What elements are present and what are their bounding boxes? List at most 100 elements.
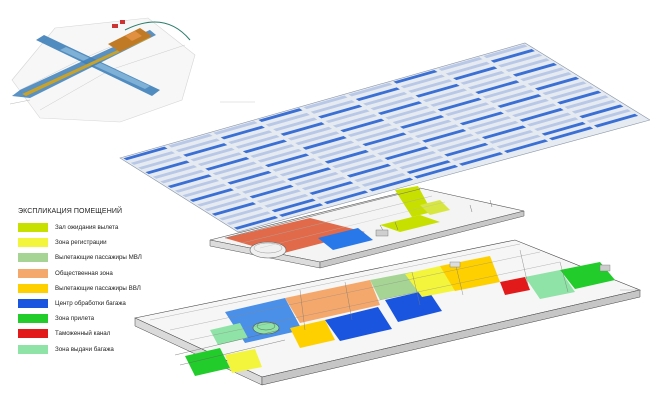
roof-panel (227, 170, 272, 185)
roof-panel (541, 121, 586, 136)
roof-panel (348, 82, 393, 97)
roof-panel (361, 173, 406, 187)
roof-panel (242, 139, 288, 154)
roof-panel (272, 158, 317, 172)
roof-panel (520, 67, 565, 82)
legend-swatch (18, 329, 48, 339)
room-legend: ЭКСПЛИКАЦИЯ ПОМЕЩЕНИЙ Зал ожидания вылет… (18, 208, 198, 357)
upper-floor (209, 186, 525, 269)
roof-panel (384, 146, 429, 161)
roof-panel (233, 216, 279, 230)
legend-item: Центр обработки багажа (18, 296, 198, 311)
legend-item: Таможенный канал (18, 326, 198, 341)
roof-panel (362, 132, 407, 147)
roof-panel (228, 130, 273, 144)
roof-panel (467, 75, 513, 90)
roof-panel (444, 142, 489, 157)
roof-panel (287, 126, 333, 141)
roof-panel (256, 189, 302, 204)
roof-panel (160, 169, 205, 184)
roof-panel (393, 69, 438, 84)
roof-panel (213, 121, 258, 135)
roof-panel (452, 106, 497, 121)
roof-panel (183, 143, 228, 157)
roof-panel (489, 130, 534, 144)
roof-panel (445, 61, 490, 76)
roof-panel (519, 108, 564, 122)
roof-panel (182, 183, 227, 198)
legend-swatch (18, 344, 48, 354)
roof-panel (280, 122, 325, 136)
roof-panel (399, 115, 445, 129)
roof-panel (332, 114, 378, 128)
roof-panel (571, 99, 617, 114)
legend-swatch (18, 283, 48, 293)
roof-panel (413, 164, 459, 179)
roof-panel (490, 49, 535, 63)
legend-item: Зона регистрации (18, 235, 198, 250)
roof-panel (392, 110, 437, 125)
legend-label: Центр обработки багажа (55, 300, 126, 308)
roof-panel (368, 177, 414, 192)
roof-panel (325, 109, 370, 124)
roof-panel (174, 179, 220, 193)
roof-panel (458, 152, 504, 166)
legend-label: Вылетающие пассажиры ВВЛ (55, 284, 141, 292)
roof-panel (339, 159, 384, 173)
roof-panel (212, 161, 257, 176)
legend-item: Общественная зона (18, 266, 198, 281)
legend-swatch (18, 253, 48, 263)
roof-panel (324, 149, 369, 164)
roof-panel (444, 102, 490, 117)
roof-panel (250, 144, 295, 158)
roof-panel (475, 80, 520, 94)
roof-panel (138, 155, 183, 170)
roof-panel (340, 118, 385, 133)
roof-panel (273, 117, 318, 132)
roof-panel (175, 138, 220, 153)
roof-panel (130, 151, 175, 165)
roof-panel (354, 168, 399, 183)
roof-panel (564, 95, 609, 109)
roof-panel (512, 62, 558, 77)
roof-panel (197, 152, 243, 167)
roof-panel (474, 120, 519, 135)
roof-panel (249, 184, 294, 199)
ground-floor (134, 239, 642, 386)
legend-label: Зона выдачи багажа (55, 345, 114, 353)
roof-panel (407, 119, 452, 134)
legend-swatch (18, 238, 48, 248)
roof-panel (489, 89, 535, 104)
roof-panel (451, 147, 496, 162)
roof-panel (527, 72, 572, 86)
roof-panel (429, 133, 474, 148)
roof-panel (294, 171, 339, 186)
roof-panel (460, 71, 505, 85)
roof-panel (278, 203, 324, 217)
roof-panel (422, 128, 467, 143)
roof-panel (438, 57, 483, 71)
roof-panel (190, 147, 235, 162)
roof-panel (220, 125, 265, 140)
roof-panel (459, 111, 504, 126)
roof-panel (204, 197, 249, 212)
roof-panel (264, 193, 309, 208)
roof-panel (317, 145, 362, 159)
roof-panel (369, 137, 414, 151)
roof-panel (265, 112, 310, 127)
roof-panel (542, 81, 587, 96)
roof-panel (422, 88, 468, 103)
roof-panel (301, 176, 347, 191)
site-plan-inset (9, 17, 255, 123)
roof-panel (430, 93, 475, 107)
roof-panel (318, 104, 363, 119)
roof-panel (279, 162, 324, 177)
roof-level (119, 42, 650, 233)
roof-panel (271, 198, 316, 213)
roof-panel (496, 134, 541, 149)
roof-panel (234, 175, 279, 190)
roof-panel (406, 160, 451, 174)
legend-swatch (18, 314, 48, 324)
